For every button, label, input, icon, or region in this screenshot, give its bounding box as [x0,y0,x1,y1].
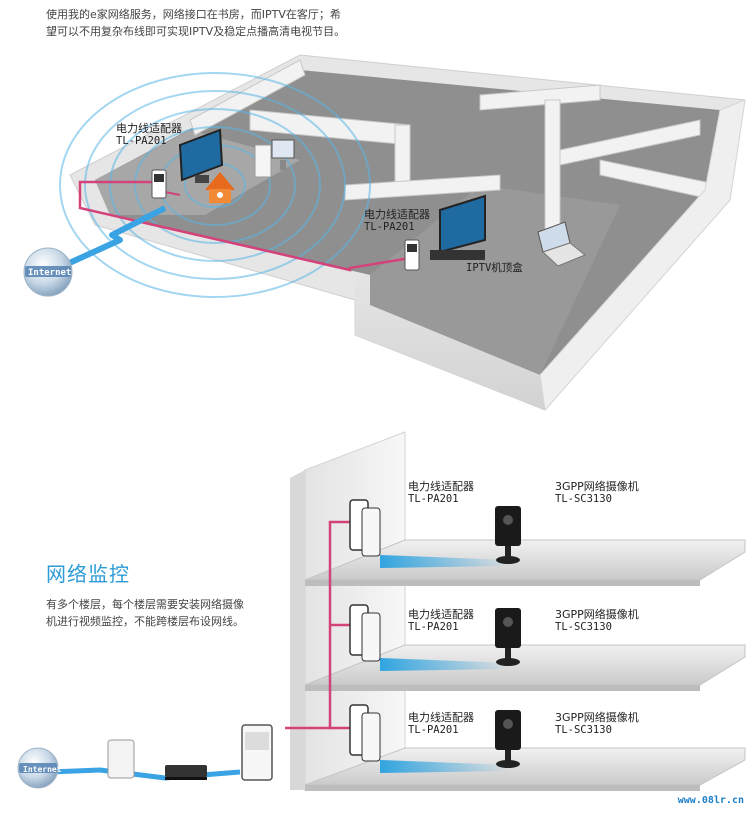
adapter-name: 电力线适配器 [408,480,474,493]
floor-shelves [304,539,746,791]
intro-text: 使用我的e家网络服务，网络接口在书房，而IPTV在客厅；希望可以不用复杂布线即可… [46,8,346,38]
adapter-name: 电力线适配器 [408,608,474,621]
laptop-icon [537,221,586,267]
adapter-label-top-2: 电力线适配器 TL-PA201 [364,208,430,234]
camera-model: TL-SC3130 [555,724,612,736]
adapter-name: 电力线适配器 [364,208,430,221]
adapter-name: 电力线适配器 [408,711,474,724]
adapter-label-floor-2: 电力线适配器 TL-PA201 [408,608,474,634]
section-title: 网络监控 [46,562,130,586]
internet-label-bottom: Internet [23,765,62,774]
powerline-adapter-icon [349,604,381,662]
powerline-cable-bottom [285,520,352,730]
powerline-cable-top [78,180,411,272]
iptv-box-label: IPTV机顶盒 [466,262,523,274]
camera-name: 3GPP网络摄像机 [555,711,639,724]
internet-link-top [63,205,167,268]
tv-icon [430,194,486,260]
building-wall [304,431,406,791]
interior-walls [189,59,721,236]
adapter-model: TL-PA201 [116,135,167,147]
building-wall-side [290,470,305,790]
adapter-label-floor-3: 电力线适配器 TL-PA201 [408,711,474,737]
right-wall [539,99,746,412]
ip-camera-icon [495,710,521,768]
floor-link-beam [380,658,510,671]
adapter-model: TL-PA201 [364,221,415,233]
internet-globe-icon [23,247,73,297]
modem-icon [107,739,135,779]
ip-camera-icon [495,608,521,666]
adapter-label-floor-1: 电力线适配器 TL-PA201 [408,480,474,506]
camera-model: TL-SC3130 [555,621,612,633]
floor-link-beam [380,555,510,568]
ip-camera-icon [495,506,521,564]
adapter-model: TL-PA201 [408,493,459,505]
camera-model: TL-SC3130 [555,493,612,505]
internet-link-bottom [49,767,241,781]
adapter-model: TL-PA201 [408,621,459,633]
desktop-computer-icon [254,139,295,178]
watermark-text: www.08lr.cn [677,795,744,806]
camera-label-floor-2: 3GPP网络摄像机 TL-SC3130 [555,608,639,634]
powerline-adapter-icon [349,704,381,762]
floor-link-beam [380,760,510,773]
router-switch-icon [165,765,207,780]
camera-label-floor-1: 3GPP网络摄像机 TL-SC3130 [555,480,639,506]
camera-name: 3GPP网络摄像机 [555,480,639,493]
adapter-model: TL-PA201 [408,724,459,736]
router-home-icon [205,172,235,203]
powerline-adapter-icon [349,499,381,557]
powerline-adapter-icon [404,239,420,271]
powerline-adapter-icon [151,169,167,199]
powerline-adapter-base-icon [241,724,273,781]
internet-label-top: Internet [28,268,72,278]
camera-name: 3GPP网络摄像机 [555,608,639,621]
adapter-name: 电力线适配器 [116,122,182,135]
adapter-label-top-1: 电力线适配器 TL-PA201 [116,122,182,148]
camera-label-floor-3: 3GPP网络摄像机 TL-SC3130 [555,711,639,737]
home-floorplan-diagram [23,54,746,412]
tv-icon [178,128,224,183]
section-description: 有多个楼层，每个楼层需要安装网络摄像机进行视频监控，不能跨楼层布设网线。 [46,598,244,628]
